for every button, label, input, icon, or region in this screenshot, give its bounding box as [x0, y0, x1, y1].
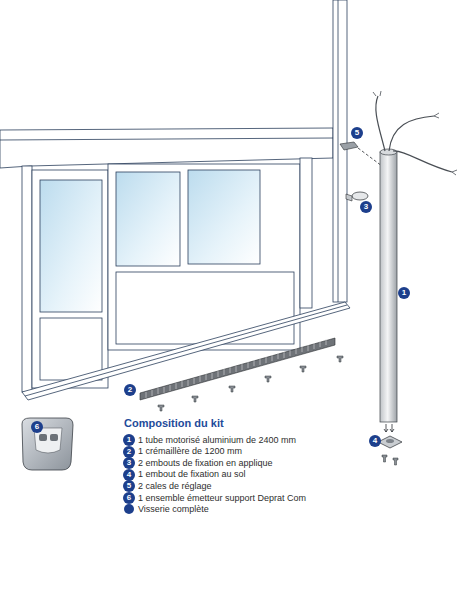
callout-number: 3 [123, 457, 135, 469]
rack-teeth [146, 339, 326, 398]
rack-bar [140, 338, 335, 400]
callout-number: 2 [123, 446, 135, 458]
floor-track [22, 302, 350, 400]
screws [158, 356, 343, 411]
wedge [340, 142, 382, 166]
cable-ends [373, 91, 457, 175]
glass-pane [40, 180, 102, 312]
floor-bracket [378, 436, 402, 465]
right-jamb [300, 158, 312, 308]
tube-top [380, 149, 397, 155]
screw [382, 455, 387, 462]
callout-number: 5 [123, 480, 135, 492]
callout-number: 5 [351, 127, 363, 139]
callout-number: 4 [123, 469, 135, 481]
callout-number: 4 [369, 435, 381, 447]
arrow [384, 424, 394, 432]
screw [265, 376, 271, 382]
remote-control [22, 418, 73, 470]
tube-body [380, 152, 397, 422]
wall-bracket [346, 192, 368, 201]
callout-number: 3 [360, 201, 372, 213]
right-leaf [108, 164, 300, 350]
door-frame [0, 0, 350, 400]
remote-button [50, 434, 58, 441]
lower-panel [40, 318, 102, 380]
callout-number: 1 [123, 434, 135, 446]
screw [300, 366, 306, 372]
callout-number: 6 [123, 492, 135, 504]
screw [192, 396, 198, 402]
door-head [0, 128, 333, 168]
bullet-dot [124, 504, 134, 514]
kit-item: 1 ensemble émetteur support Deprat Com [138, 493, 306, 504]
list-heading: Composition du kit [124, 417, 224, 429]
glass-pane [188, 170, 260, 264]
cable [376, 96, 385, 151]
screw [337, 356, 343, 362]
kit-item: 2 embouts de fixation en applique [138, 458, 273, 469]
base-socket [386, 439, 394, 443]
remote-button [39, 434, 47, 441]
kit-item: Visserie complète [138, 504, 209, 515]
kit-item: 2 cales de réglage [138, 481, 212, 492]
lower-panel [116, 272, 294, 344]
bracket-tab [346, 194, 352, 201]
left-jamb [22, 166, 32, 392]
base-plate [378, 436, 402, 448]
wall-post [333, 0, 347, 302]
glass-pane [116, 172, 180, 266]
head-line [0, 138, 333, 140]
wall-edge [338, 0, 339, 302]
screw [229, 386, 235, 392]
bracket-ring [352, 192, 368, 200]
rack [140, 338, 343, 411]
cable [393, 151, 452, 172]
callout-number: 1 [398, 287, 410, 299]
callout-number: 2 [124, 384, 136, 396]
screw [393, 458, 398, 465]
kit-item: 1 crémaillère de 1200 mm [138, 446, 242, 457]
cable [389, 116, 434, 151]
left-leaf [32, 170, 108, 388]
kit-item: 1 tube motorisé aluminium de 2400 mm [138, 435, 296, 446]
screw [158, 405, 164, 411]
kit-item: 1 embout de fixation au sol [138, 469, 246, 480]
wedge-block [340, 142, 358, 150]
motor-tube [373, 91, 457, 432]
dashed-guide [358, 148, 382, 166]
remote-body [22, 418, 73, 470]
callout-number: 6 [31, 421, 43, 433]
